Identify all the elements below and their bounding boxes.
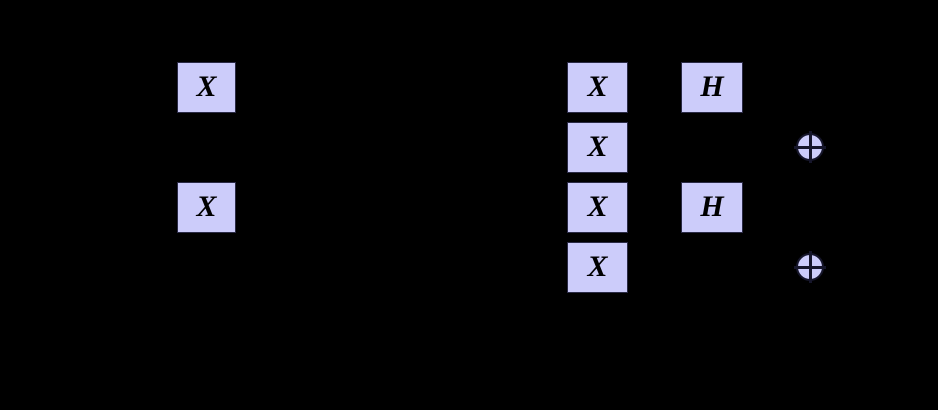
cnot-crosshair-horizontal bbox=[794, 145, 826, 149]
cnot-target-icon-q1-c3[interactable] bbox=[794, 131, 826, 163]
gate-label: X bbox=[587, 189, 608, 223]
gate-h-q2-c2[interactable]: H bbox=[681, 182, 743, 233]
qubit-wire-2 bbox=[0, 206, 938, 208]
gate-label: H bbox=[700, 189, 724, 223]
gate-label: H bbox=[700, 69, 724, 103]
gate-label: X bbox=[587, 249, 608, 283]
cnot-target-icon-q3-c3[interactable] bbox=[794, 251, 826, 283]
gate-label: X bbox=[587, 129, 608, 163]
qubit-wire-1 bbox=[0, 146, 938, 148]
qubit-wire-3 bbox=[0, 266, 938, 268]
gate-x-q0-c0[interactable]: X bbox=[177, 62, 236, 113]
gate-label: X bbox=[196, 189, 217, 223]
gate-x-q2-c1[interactable]: X bbox=[567, 182, 628, 233]
cnot-crosshair-horizontal bbox=[794, 265, 826, 269]
qubit-wire-0 bbox=[0, 86, 938, 88]
gate-x-q2-c0[interactable]: X bbox=[177, 182, 236, 233]
gate-x-q3-c1[interactable]: X bbox=[567, 242, 628, 293]
gate-h-q0-c2[interactable]: H bbox=[681, 62, 743, 113]
gate-label: X bbox=[196, 69, 217, 103]
gate-label: X bbox=[587, 69, 608, 103]
gate-x-q0-c1[interactable]: X bbox=[567, 62, 628, 113]
gate-x-q1-c1[interactable]: X bbox=[567, 122, 628, 173]
